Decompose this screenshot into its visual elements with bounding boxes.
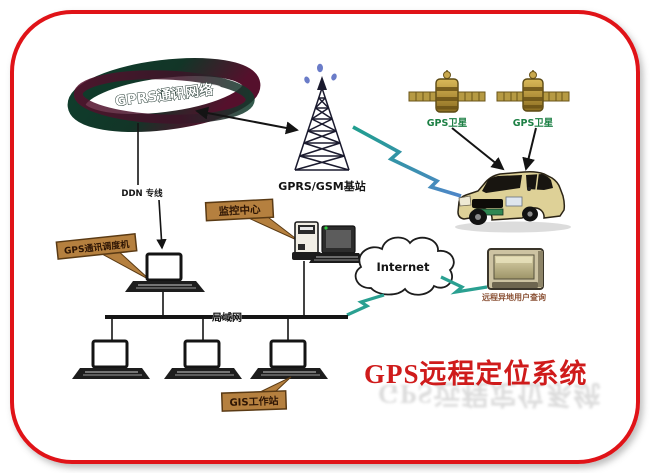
internet-cloud: Internet: [354, 236, 455, 296]
dispatch-tag: GPS通讯调度机: [55, 233, 151, 281]
dispatch-computer: [125, 252, 205, 316]
gps-satellite-right: GPS卫星: [496, 70, 570, 129]
gprs-network-cloud: GPRS通讯网络: [67, 58, 261, 132]
gps-satellite-left-label: GPS卫星: [427, 118, 468, 129]
gprs-network-label: GPRS通讯网络: [114, 81, 214, 110]
radio-lightning-tower-car: [352, 125, 462, 198]
gis-tag: GIS工作站: [220, 376, 292, 412]
monitor-center-label: 监控中心: [218, 203, 261, 218]
workstation-2: [164, 339, 242, 379]
remote-user-label: 远程异地用户查询: [482, 292, 546, 302]
server-workstation: [292, 221, 365, 316]
network-basestation-arrow: [195, 106, 299, 135]
lan-bus: 局域网: [105, 311, 348, 341]
signal-sparks-icon: [304, 63, 337, 84]
satellite-left-car-arrow: [451, 127, 505, 171]
ddn-link: DDN 专线: [121, 123, 167, 250]
workstation-3: [250, 339, 328, 379]
base-station-label: GPRS/GSM基站: [278, 179, 365, 193]
satellite-right-car-arrow: [522, 127, 537, 171]
vehicle-car: [455, 171, 571, 233]
ddn-label: DDN 专线: [121, 188, 163, 199]
gis-label: GIS工作站: [229, 394, 279, 409]
workstation-1: [72, 339, 150, 379]
monitor-center-tag: 监控中心: [204, 198, 300, 242]
gps-satellite-right-label: GPS卫星: [513, 118, 554, 129]
gps-satellite-left: GPS卫星: [408, 70, 486, 129]
lan-label: 局域网: [211, 311, 242, 324]
lightning-lan-internet: [346, 293, 385, 317]
page-title: GPS远程定位系统: [364, 359, 588, 389]
base-station-tower: [294, 76, 350, 171]
internet-label: Internet: [377, 260, 430, 274]
remote-user-monitor: 远程异地用户查询: [482, 248, 546, 302]
lightning-internet-user: [440, 275, 488, 295]
